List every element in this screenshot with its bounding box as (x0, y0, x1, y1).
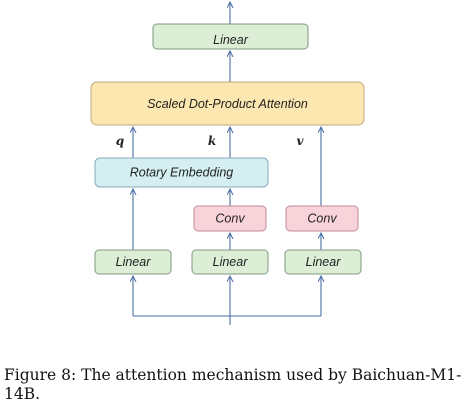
figure-caption: Figure 8: The attention mechanism used b… (4, 366, 462, 403)
v-label: v (297, 134, 305, 148)
attention-box: Scaled Dot-Product Attention (90, 81, 365, 126)
connector-arrows (133, 2, 321, 325)
conv-v-box: Conv (285, 205, 359, 232)
rotary-embedding-box: Rotary Embedding (94, 157, 269, 188)
linear-output-box: Linear (152, 23, 309, 50)
linear-q-box: Linear (94, 249, 172, 275)
conv-k-box: Conv (193, 205, 267, 232)
linear-v-label: Linear (306, 255, 342, 269)
linear-output-label: Linear (213, 33, 249, 47)
q-label: q (116, 134, 124, 148)
linear-q-label: Linear (116, 255, 152, 269)
attention-label: Scaled Dot-Product Attention (147, 97, 308, 111)
rotary-embedding-label: Rotary Embedding (130, 165, 234, 179)
linear-v-box: Linear (284, 249, 362, 275)
k-label: k (208, 134, 216, 148)
attention-diagram: Linear Scaled Dot-Product Attention q k … (90, 0, 365, 325)
linear-k-label: Linear (213, 255, 249, 269)
conv-v-label: Conv (307, 211, 337, 225)
linear-k-box: Linear (191, 249, 269, 275)
conv-k-label: Conv (215, 211, 245, 225)
